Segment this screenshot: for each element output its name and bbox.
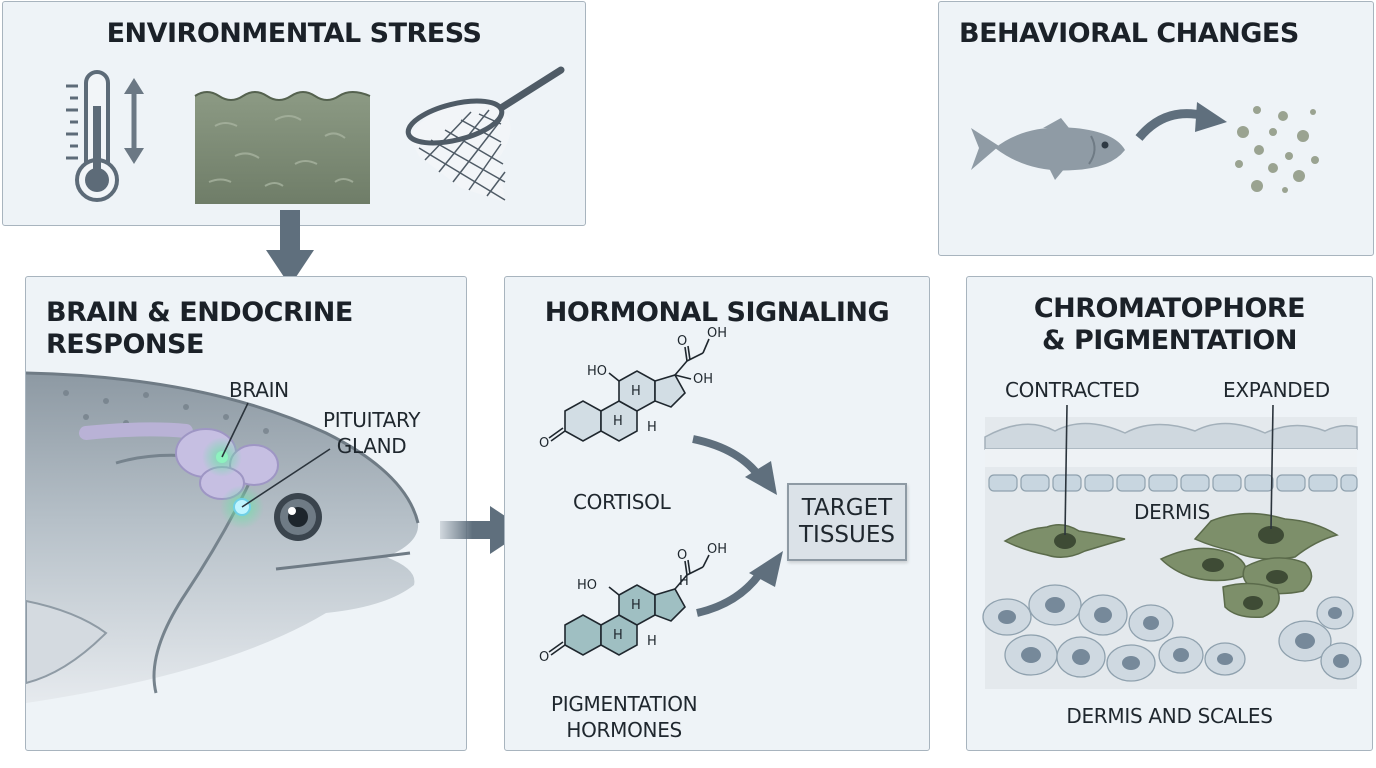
curved-arrow-icon (1135, 102, 1227, 141)
chromatophore-panel: CHROMATOPHORE & PIGMENTATION CONTRACTED … (966, 276, 1373, 751)
pigmentation-hormones-label: PIGMENTATION HORMONES (551, 692, 698, 742)
brain-endocrine-panel: BRAIN & ENDOCRINE RESPONSE (25, 276, 467, 751)
svg-text:O: O (677, 334, 687, 349)
svg-text:O: O (539, 436, 549, 451)
environmental-stress-panel: ENVIRONMENTAL STRESS (2, 1, 586, 226)
fishing-net-icon (405, 66, 565, 202)
svg-text:OH: OH (693, 372, 713, 387)
svg-text:H: H (613, 414, 623, 429)
svg-text:H: H (631, 384, 641, 399)
svg-text:OH: OH (707, 326, 727, 341)
svg-text:H: H (647, 634, 657, 649)
brain-label: BRAIN (229, 378, 289, 402)
behavioral-changes-title: BEHAVIORAL CHANGES (959, 18, 1299, 49)
svg-text:OH: OH (707, 542, 727, 557)
food-pellets-icon (1235, 106, 1319, 193)
chromatophore-title: CHROMATOPHORE & PIGMENTATION (1033, 293, 1306, 356)
skin-cross-section (982, 404, 1362, 689)
murky-water-icon (194, 91, 371, 204)
contracted-label: CONTRACTED (1005, 378, 1140, 402)
expanded-label: EXPANDED (1223, 378, 1330, 402)
hormonal-signaling-panel: HORMONAL SIGNALING O O OH OH HO H H H CO… (504, 276, 930, 751)
fish-head-illustration (26, 371, 420, 703)
fish-icon (971, 118, 1125, 180)
brain-endocrine-title: BRAIN & ENDOCRINE RESPONSE (46, 297, 353, 360)
pituitary-gland-label: PITUITARY GLAND (323, 408, 421, 458)
environmental-stress-title: ENVIRONMENTAL STRESS (106, 18, 482, 49)
svg-text:HO: HO (587, 364, 607, 379)
svg-text:H: H (613, 628, 623, 643)
target-tissues-box: TARGET TISSUES (787, 483, 907, 561)
svg-text:H: H (647, 420, 657, 435)
svg-text:H: H (631, 598, 641, 613)
cortisol-label: CORTISOL (573, 490, 671, 514)
hormonal-signaling-title: HORMONAL SIGNALING (544, 297, 890, 328)
svg-text:HO: HO (577, 578, 597, 593)
pigmentation-hormone-molecule: O O OH HO H H H H (539, 542, 727, 665)
pigmentation-to-target-arrow (696, 551, 783, 617)
cortisol-to-target-arrow (692, 435, 777, 495)
cortisol-molecule: O O OH OH HO H H H (539, 326, 727, 451)
down-flow-arrow (266, 210, 314, 286)
thermometer-icon (66, 70, 144, 202)
svg-text:O: O (677, 548, 687, 563)
behavioral-changes-panel: BEHAVIORAL CHANGES (938, 1, 1374, 256)
dermis-and-scales-label: DERMIS AND SCALES (1066, 704, 1273, 728)
dermis-label: DERMIS (1134, 500, 1210, 524)
svg-text:H: H (679, 574, 689, 589)
svg-text:O: O (539, 650, 549, 665)
